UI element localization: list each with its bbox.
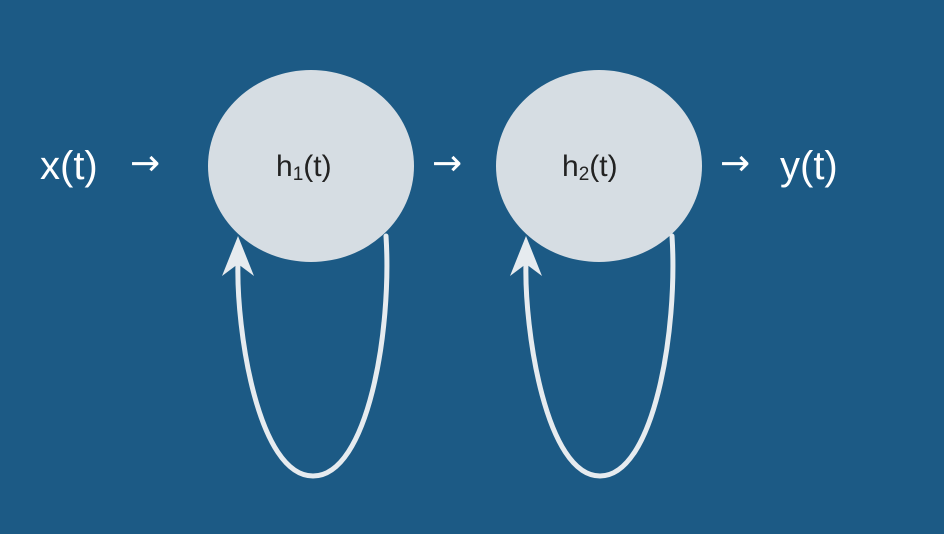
node-h2-base: h xyxy=(562,150,579,183)
output-arrow: → xyxy=(720,143,751,184)
node-h2-label: h2(t) xyxy=(562,150,618,185)
node-h1-suffix: (t) xyxy=(303,150,332,183)
output-label: y(t) xyxy=(780,144,838,188)
input-label: x(t) xyxy=(40,144,98,188)
node-h1-label: h1(t) xyxy=(276,150,332,185)
h1-loop-arrowhead xyxy=(222,236,254,276)
input-arrow: → xyxy=(130,143,161,184)
node-h1-base: h xyxy=(276,150,293,183)
node-h2-suffix: (t) xyxy=(589,150,618,183)
h2-loop-arrowhead xyxy=(510,236,542,276)
h2-recurrent-loop xyxy=(523,233,676,479)
node-h2-circle xyxy=(496,70,702,262)
node-h1-subscript: 1 xyxy=(292,164,304,185)
h1-recurrent-loop xyxy=(235,233,390,479)
node-h2-subscript: 2 xyxy=(578,164,590,185)
h1-to-h2-arrow: → xyxy=(432,143,463,184)
node-h1-circle xyxy=(208,70,414,262)
